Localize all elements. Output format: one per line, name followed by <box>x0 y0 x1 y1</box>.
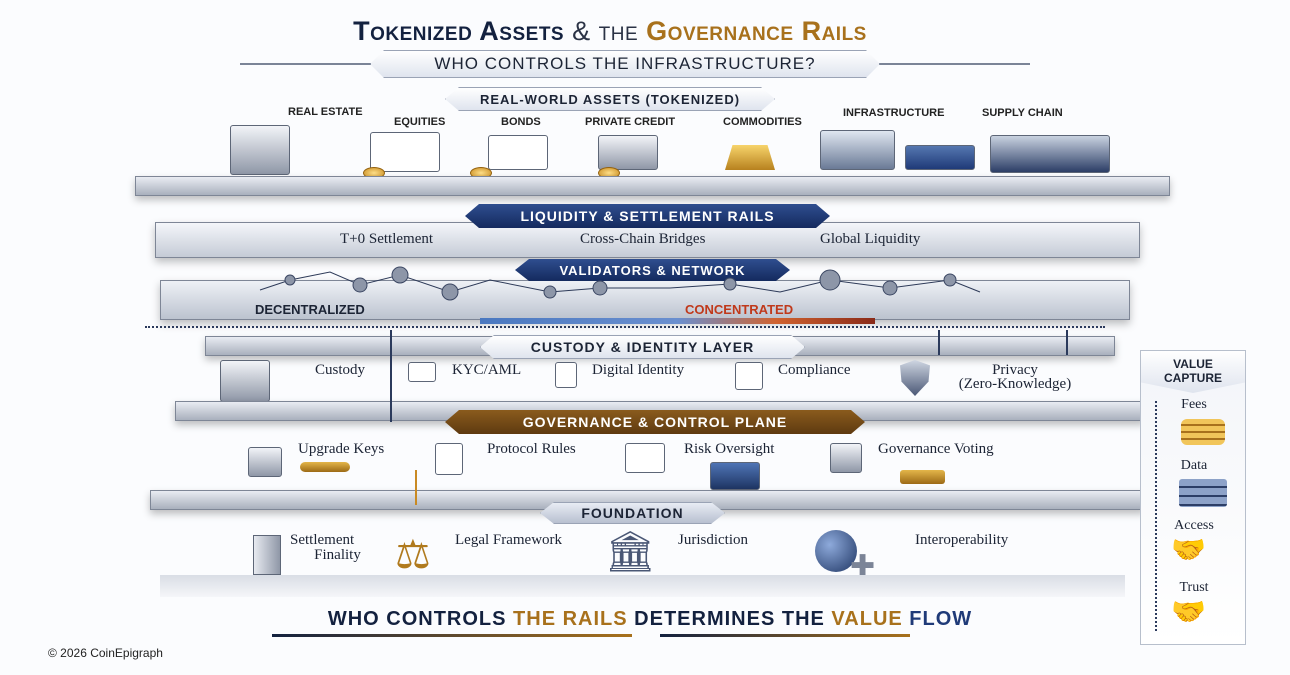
decentralization-gradient-bar <box>480 318 875 324</box>
key-icon <box>300 462 350 472</box>
dashboard-icon <box>625 443 665 473</box>
globe-icon <box>815 530 857 572</box>
title-part1: Tokenized Assets <box>353 16 565 46</box>
liquidity-banner: LIQUIDITY & SETTLEMENT RAILS <box>465 204 830 228</box>
foundation-banner: FOUNDATION <box>540 502 725 524</box>
custody-banner: CUSTODY & IDENTITY LAYER <box>480 335 805 359</box>
server-icon <box>1179 479 1227 507</box>
asset-equities: EQUITIES <box>394 116 446 128</box>
gold-bars-icon <box>725 145 775 170</box>
flow-arrow <box>415 470 417 505</box>
ballot-box-icon <box>830 443 862 473</box>
asset-real-estate: REAL ESTATE <box>288 106 363 118</box>
liquidity-item-global: Global Liquidity <box>820 231 921 247</box>
value-item-fees: Fees <box>1181 397 1207 412</box>
validator-network <box>259 266 981 301</box>
gavel-icon <box>900 470 945 484</box>
governance-item-voting: Governance Voting <box>878 441 994 457</box>
value-flow-line <box>1155 401 1157 631</box>
fingerprint-icon <box>555 362 577 388</box>
slogan-part: WHO CONTROLS <box>327 608 507 630</box>
liquidity-item-t0: T+0 Settlement <box>340 231 434 247</box>
concentrated-label: CONCENTRATED <box>685 302 794 317</box>
title-part2: Governance Rails <box>646 16 867 46</box>
certificate-icon <box>370 132 440 172</box>
validators-banner: VALIDATORS & NETWORK <box>515 259 790 281</box>
cargo-ship-icon <box>990 135 1110 173</box>
foundation-item-legal: Legal Framework <box>455 532 563 548</box>
asset-private-credit: PRIVATE CREDIT <box>585 116 676 128</box>
value-capture-panel: VALUE CAPTURE Fees Data Access 🤝 Trust 🤝 <box>1140 350 1246 645</box>
courthouse-icon: 🏛 <box>605 530 656 574</box>
foundation-item-finality: Finality <box>314 547 361 563</box>
liquidity-item-bridges: Cross-Chain Bridges <box>580 231 706 247</box>
assets-platform <box>135 176 1170 196</box>
dotted-divider <box>145 326 1105 328</box>
custody-item-compliance: Compliance <box>778 362 851 378</box>
credit-documents-icon <box>598 135 658 170</box>
governance-item-upgrade-keys: Upgrade Keys <box>298 441 385 457</box>
subtitle: WHO CONTROLS THE INFRASTRUCTURE? <box>370 50 880 78</box>
rwa-banner: REAL-WORLD ASSETS (TOKENIZED) <box>445 87 775 111</box>
title-amp: & <box>572 16 591 46</box>
foundation-item-jurisdiction: Jurisdiction <box>678 532 748 548</box>
custody-item-digital-identity: Digital Identity <box>592 362 685 378</box>
decentralized-label: DECENTRALIZED <box>255 302 365 317</box>
title-the: the <box>598 16 639 46</box>
asset-commodities: COMMODITIES <box>723 116 802 128</box>
flow-arrow <box>1066 330 1068 355</box>
safe-icon <box>248 447 282 477</box>
copyright: © 2026 CoinEpigraph <box>48 646 163 660</box>
value-capture-title-line2: CAPTURE <box>1163 371 1222 385</box>
governance-item-protocol-rules: Protocol Rules <box>487 441 576 457</box>
handshake-icon: 🤝 <box>1171 534 1206 565</box>
bond-document-icon <box>488 135 548 170</box>
clipboard-icon <box>735 362 763 390</box>
custody-item-zero-knowledge: (Zero-Knowledge) <box>958 376 1072 392</box>
asset-infrastructure: INFRASTRUCTURE <box>843 107 945 119</box>
governance-item-risk-oversight: Risk Oversight <box>684 441 775 457</box>
flow-arrow <box>938 330 940 355</box>
pillar-icon <box>253 535 281 575</box>
slogan-underline-arrow <box>660 634 910 637</box>
foundation-base <box>160 575 1125 597</box>
slogan-underline-arrow <box>272 634 632 637</box>
shield-icon <box>900 360 930 396</box>
vault-icon <box>220 360 270 402</box>
value-item-trust: Trust <box>1179 580 1209 595</box>
slogan: WHO CONTROLS THE RAILS DETERMINES THE VA… <box>270 608 1030 631</box>
custody-item-kyc: KYC/AML <box>452 362 522 378</box>
buildings-icon <box>230 125 290 175</box>
handshake-icon: 🤝 <box>1171 596 1206 627</box>
foundation-item-interoperability: Interoperability <box>915 532 1009 548</box>
custody-item-custody: Custody <box>315 362 366 378</box>
bridge-icon <box>820 130 895 170</box>
slogan-part: FLOW <box>909 608 973 630</box>
value-capture-title: VALUE CAPTURE <box>1141 351 1245 393</box>
asset-supply-chain: SUPPLY CHAIN <box>982 107 1063 119</box>
rulebook-icon <box>435 443 463 475</box>
coins-stack-icon <box>1181 419 1225 445</box>
monitor-icon <box>710 462 760 490</box>
page-title: Tokenized Assets & the Governance Rails <box>0 16 1220 47</box>
value-capture-title-line1: VALUE <box>1173 357 1213 371</box>
solar-panel-icon <box>905 145 975 170</box>
scales-icon: ⚖ <box>395 533 431 577</box>
slogan-highlight: VALUE <box>831 608 903 630</box>
value-item-access: Access <box>1174 518 1214 533</box>
value-item-data: Data <box>1180 458 1208 473</box>
foundation-item-settlement: Settlement <box>290 532 355 548</box>
id-card-icon <box>408 362 436 382</box>
asset-bonds: BONDS <box>501 116 541 128</box>
custody-item-privacy: Privacy <box>992 362 1038 378</box>
flow-arrow <box>390 330 392 422</box>
slogan-part: DETERMINES THE <box>634 608 825 630</box>
governance-banner: GOVERNANCE & CONTROL PLANE <box>445 410 865 434</box>
slogan-highlight: THE RAILS <box>513 608 628 630</box>
